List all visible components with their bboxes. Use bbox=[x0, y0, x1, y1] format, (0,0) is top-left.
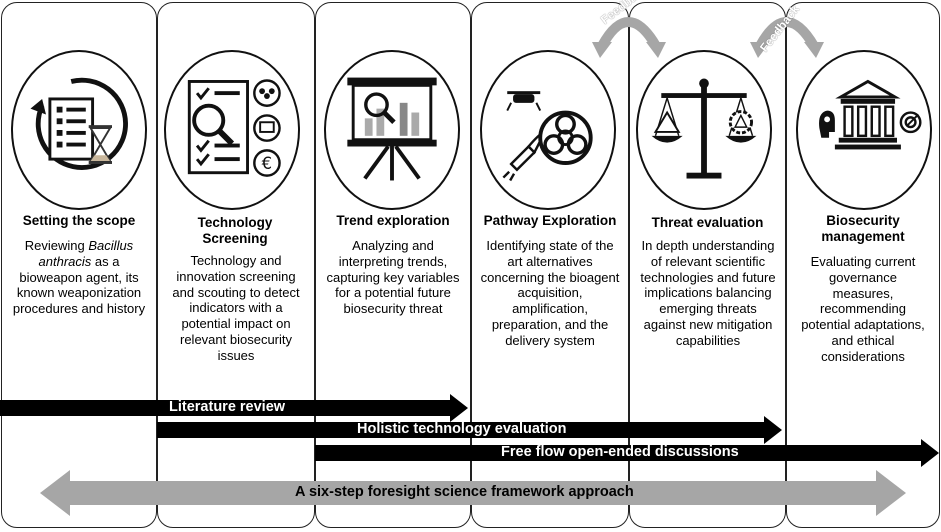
government-building-icon bbox=[796, 50, 932, 210]
step-desc-2: Technology and innovation screening and … bbox=[172, 253, 300, 363]
step-desc-5: In depth understanding of relevant scien… bbox=[640, 238, 776, 348]
step-title-4: Pathway Exploration bbox=[483, 213, 617, 228]
holistic-evaluation-label: Holistic technology evaluation bbox=[357, 421, 567, 437]
holistic-evaluation-arrow bbox=[157, 416, 784, 444]
step-desc-1: Reviewing Bacillus anthracis as a biowea… bbox=[12, 238, 146, 317]
feedback-arrow-1 bbox=[588, 2, 670, 58]
drone-rocket-biohazard-icon bbox=[480, 50, 616, 210]
step-desc-4: Identifying state of the art alternative… bbox=[480, 238, 620, 348]
checklist-hourglass-icon bbox=[11, 50, 147, 210]
magnifier-checklist-icon: € bbox=[164, 50, 300, 210]
literature-review-label: Literature review bbox=[169, 399, 286, 415]
svg-text:€: € bbox=[262, 154, 273, 173]
step-title-6: Biosecurity management bbox=[821, 213, 905, 244]
step-title-1: Setting the scope bbox=[22, 213, 136, 228]
step-title-2: Technology Screening bbox=[197, 215, 273, 246]
presentation-chart-icon bbox=[324, 50, 460, 210]
feedback-arrow-2 bbox=[746, 2, 828, 58]
framework-double-arrow bbox=[40, 470, 906, 516]
framework-label: A six-step foresight science framework a… bbox=[295, 484, 634, 500]
step-title-3: Trend exploration bbox=[336, 213, 450, 228]
step-desc-6: Evaluating current governance measures, … bbox=[801, 254, 925, 364]
free-flow-arrow bbox=[315, 439, 941, 467]
step-title-5: Threat evaluation bbox=[651, 215, 764, 230]
literature-review-arrow bbox=[0, 394, 470, 422]
scales-biohazard-gear-icon bbox=[636, 50, 772, 210]
step-desc-3: Analyzing and interpreting trends, captu… bbox=[326, 238, 460, 317]
free-flow-label: Free flow open-ended discussions bbox=[501, 444, 739, 460]
